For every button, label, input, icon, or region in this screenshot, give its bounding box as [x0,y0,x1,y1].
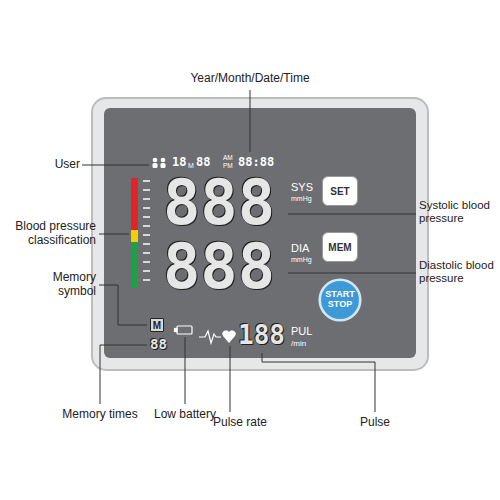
heart-icon [222,330,235,343]
lcd-digits: 88 [150,336,167,352]
mem-button: MEM [322,232,358,262]
user-icon [153,158,166,168]
button-label: SET [330,186,349,197]
classification-ticks [143,181,150,280]
callout-label: Memory symbol [30,271,96,299]
callout-label: Systolic blood pressure [419,199,497,225]
systolic-digits: 888 [163,172,275,234]
battery-icon [175,326,193,334]
callout-label: Diastolic blood pressure [419,259,497,285]
tick-mark [143,216,150,218]
lcd-unit: SYS [291,181,313,194]
callout-label: User [40,158,80,172]
tick-mark [143,243,150,245]
tick-mark [143,234,150,236]
tick-mark [143,198,150,200]
callout-label: Year/Month/Date/Time [180,72,320,86]
diastolic-digits: 888 [163,236,275,298]
tick-mark [143,180,150,182]
lcd-unit: AM [223,154,233,161]
lcd-digits: 88:88 [238,156,274,170]
callout-label: Pulse rate [200,416,280,430]
tick-mark [143,270,150,272]
lcd-panel [104,108,416,358]
set-button: SET [322,176,358,206]
tick-mark [143,189,150,191]
tick-mark [143,279,150,281]
callout-label: Pulse [345,416,405,430]
button-label: M [153,320,161,331]
lcd-unit: mmHg [291,256,312,264]
callout-label: Blood pressure classification [4,220,96,248]
leader-lines [82,90,416,412]
lcd-unit: PM [223,162,233,169]
tick-mark [143,225,150,227]
button-label: MEM [328,242,351,253]
lcd-unit: PUL [291,325,312,338]
button-label: START STOP [325,290,355,310]
device-housing [92,98,428,370]
lcd-unit: /min [291,339,306,348]
lcd-unit: DIA [291,242,309,255]
classification-bar [131,178,138,288]
lcd-digits: 88 [196,156,210,170]
pulse-wave-icon [199,331,221,343]
pulse-digits: 188 [238,322,285,348]
callout-label: Memory times [52,408,148,422]
lcd-digits: 18 [172,156,186,170]
memory-symbol-box: M [150,318,164,332]
start-stop-button: START STOP [318,278,362,322]
tick-mark [143,207,150,209]
lcd-unit: M [188,162,194,170]
tick-mark [143,261,150,263]
lcd-unit: mmHg [291,195,312,203]
tick-mark [143,252,150,254]
